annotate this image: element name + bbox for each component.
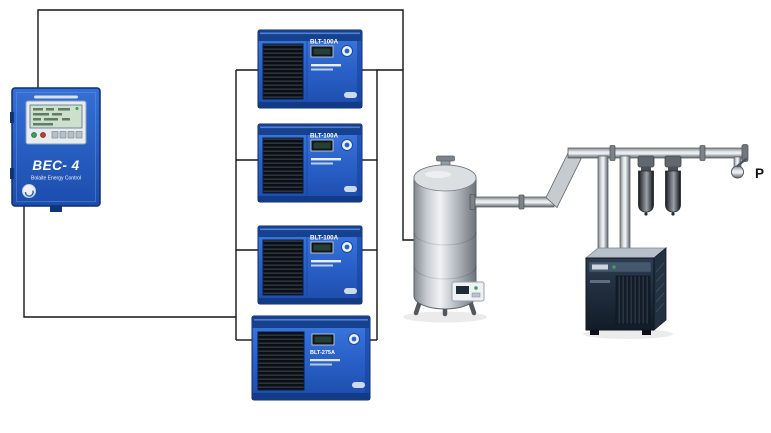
compressor-4-text-strip-2 xyxy=(310,363,332,366)
compressor-4-base xyxy=(252,393,370,400)
compressor-2-model-label: BLT-100A xyxy=(310,133,339,140)
tank-weld-seam-1 xyxy=(413,231,477,246)
compressor-4-edge-shade xyxy=(365,328,370,393)
controller-stop-button xyxy=(40,132,46,138)
controller-cable-gland xyxy=(50,206,62,212)
controller-logo xyxy=(22,184,36,198)
pipe-flange-tank xyxy=(469,194,476,210)
filter-2-bowl xyxy=(665,170,681,213)
filter-1-drain xyxy=(644,212,648,216)
auto-drain-unit xyxy=(451,281,485,302)
dryer-foot-right xyxy=(642,330,651,335)
air-receiver-tank xyxy=(403,155,487,323)
pipe-riser-diagonal xyxy=(545,148,582,209)
signal-wire-top xyxy=(37,9,404,88)
compressor-4-highlight xyxy=(254,319,368,321)
controller-model-label: BEC- 4 xyxy=(32,158,79,173)
dryer-grille xyxy=(615,275,651,325)
control-wiring xyxy=(23,9,404,341)
controller-keypad xyxy=(51,131,83,139)
compressor-1-model-label: BLT-100A xyxy=(310,39,339,46)
filter-2-neck xyxy=(668,167,678,171)
line-filter-1 xyxy=(637,155,655,216)
dryer-logo-strip xyxy=(590,280,610,283)
dryer-top-face xyxy=(584,247,668,259)
pressure-valve-ball xyxy=(731,165,744,179)
dryer-led xyxy=(612,265,616,269)
compressor-4-logo-mark xyxy=(352,382,365,388)
line-filter-2 xyxy=(664,155,682,216)
pressure-valve-handle xyxy=(736,157,748,168)
dryer-foot-left xyxy=(590,330,599,335)
controller-bec4: BEC- 4 Bolaite Energy Control xyxy=(10,87,101,212)
filter-2-head xyxy=(664,155,682,168)
compressor-4-display-screen xyxy=(314,336,332,343)
compressor-4: BLT-275A xyxy=(251,315,371,401)
signal-wire-bottom xyxy=(23,206,236,318)
drain-display xyxy=(456,286,469,294)
refrigerated-air-dryer xyxy=(583,247,673,339)
pipe-flange-upper-2 xyxy=(699,145,706,161)
controller-cabinet-bevel xyxy=(16,92,96,202)
controller-lcd-text-rows xyxy=(33,108,70,126)
air-line-manifold xyxy=(362,69,414,341)
pressure-monitor-point: P xyxy=(731,156,764,181)
controller-hinge-bottom xyxy=(10,168,14,179)
compressor-4-top-band xyxy=(252,316,370,328)
compressor-1: BLT-100A xyxy=(257,29,363,109)
controller-hinge-top xyxy=(10,112,14,123)
pipe-dryer-inlet-riser xyxy=(597,155,609,255)
controller-subtitle-label: Bolaite Energy Control xyxy=(31,176,81,182)
compressor-4-grille xyxy=(257,331,305,391)
pressure-point-label: P xyxy=(755,166,764,181)
dryer-control-strip xyxy=(588,261,652,273)
compressor-2: BLT-100A xyxy=(257,123,363,203)
pipe-dryer-outlet-riser xyxy=(619,155,631,255)
filter-1-bowl xyxy=(638,170,654,213)
dryer-side-louvers xyxy=(655,262,665,313)
dryer-side-face xyxy=(653,247,667,331)
tank-top-dome xyxy=(413,164,477,192)
filter-2-drain xyxy=(671,212,675,216)
compressor-4-badge-dot xyxy=(351,336,357,342)
tank-shadow xyxy=(403,311,487,323)
controller-start-button xyxy=(31,132,37,138)
pipe-flange-upper-1 xyxy=(609,145,616,161)
tank-dome-highlight xyxy=(425,171,451,178)
dryer-display xyxy=(592,264,608,270)
tank-weld-seam-2 xyxy=(413,265,477,280)
compressor-3: BLT-100A xyxy=(257,225,363,305)
controller-lcd xyxy=(29,104,83,129)
controller-lcd-led xyxy=(75,107,79,110)
drain-led xyxy=(474,286,478,290)
controller-screen xyxy=(25,100,87,145)
compressor-4-model-label: BLT-275A xyxy=(310,350,335,356)
pipe-lower-run xyxy=(471,196,555,208)
pipe-upper-run xyxy=(567,147,745,159)
compressor-4-text-strip-1 xyxy=(310,359,340,362)
drain-button xyxy=(471,292,481,298)
controller-brand-strip xyxy=(34,95,78,99)
air-manifold-line xyxy=(376,69,414,340)
filter-1-neck xyxy=(641,167,651,171)
pipe-flange-mid xyxy=(518,194,525,210)
discharge-piping xyxy=(469,144,749,255)
pipe-end-cap xyxy=(741,144,749,162)
compressor-3-model-label: BLT-100A xyxy=(310,235,339,242)
filter-1-head xyxy=(637,155,655,168)
